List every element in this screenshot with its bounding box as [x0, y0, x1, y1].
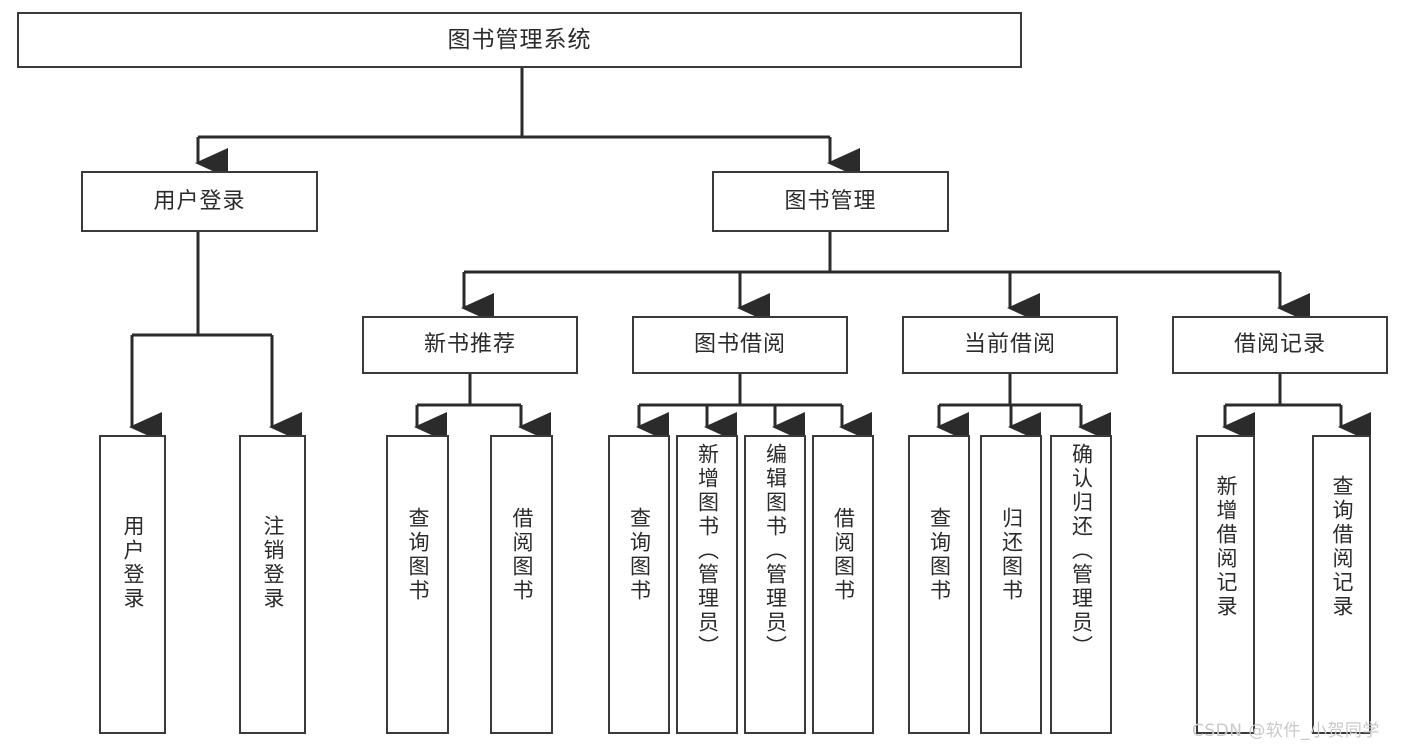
node-current-borrow[interactable]: 当前借阅	[902, 316, 1118, 374]
leaf-borrow-query-book[interactable]: 查询图书	[608, 435, 670, 734]
leaf-current-query-book[interactable]: 查询图书	[908, 435, 970, 734]
leaf-label: 借阅图书	[510, 507, 534, 603]
leaf-label: 新增借阅记录	[1214, 475, 1238, 619]
node-label: 借阅记录	[1233, 332, 1326, 358]
node-label: 图书管理系统	[447, 26, 592, 53]
node-root-book-management-system[interactable]: 图书管理系统	[17, 12, 1022, 68]
leaf-label: 归还图书	[999, 507, 1024, 603]
leaf-label: 查询借阅记录	[1330, 475, 1354, 619]
leaf-return-book[interactable]: 归还图书	[980, 435, 1042, 734]
leaf-label: 编辑图书（管理员）	[763, 443, 788, 659]
node-book-borrow[interactable]: 图书借阅	[632, 316, 848, 374]
node-label: 用户登录	[153, 188, 246, 214]
leaf-label: 借阅图书	[831, 507, 856, 603]
watermark: CSDN @软件_小贺同学	[1192, 721, 1380, 741]
node-label: 图书管理	[784, 188, 877, 214]
leaf-user-login[interactable]: 用户登录	[99, 435, 166, 734]
node-label: 图书借阅	[693, 332, 786, 358]
node-label: 当前借阅	[963, 332, 1056, 358]
leaf-new-book-query[interactable]: 查询图书	[386, 435, 449, 734]
leaf-confirm-return-admin[interactable]: 确认归还（管理员）	[1050, 435, 1112, 734]
node-book-management[interactable]: 图书管理	[712, 171, 949, 232]
leaf-label: 查询图书	[627, 507, 652, 603]
leaf-label: 用户登录	[121, 515, 145, 611]
leaf-label: 查询图书	[927, 507, 952, 603]
node-borrow-record[interactable]: 借阅记录	[1172, 316, 1388, 374]
leaf-label: 新增图书（管理员）	[695, 443, 720, 659]
leaf-edit-book-admin[interactable]: 编辑图书（管理员）	[744, 435, 806, 734]
node-user-login[interactable]: 用户登录	[81, 171, 318, 232]
leaf-new-book-borrow[interactable]: 借阅图书	[490, 435, 553, 734]
leaf-logout[interactable]: 注销登录	[239, 435, 306, 734]
leaf-label: 查询图书	[406, 507, 430, 603]
node-new-book-recommend[interactable]: 新书推荐	[362, 316, 578, 374]
node-label: 新书推荐	[423, 332, 516, 358]
leaf-label: 确认归还（管理员）	[1069, 443, 1094, 659]
leaf-query-borrow-record[interactable]: 查询借阅记录	[1312, 435, 1371, 734]
leaf-add-book-admin[interactable]: 新增图书（管理员）	[676, 435, 738, 734]
leaf-add-borrow-record[interactable]: 新增借阅记录	[1196, 435, 1255, 734]
leaf-label: 注销登录	[261, 515, 285, 611]
leaf-borrow-book[interactable]: 借阅图书	[812, 435, 874, 734]
